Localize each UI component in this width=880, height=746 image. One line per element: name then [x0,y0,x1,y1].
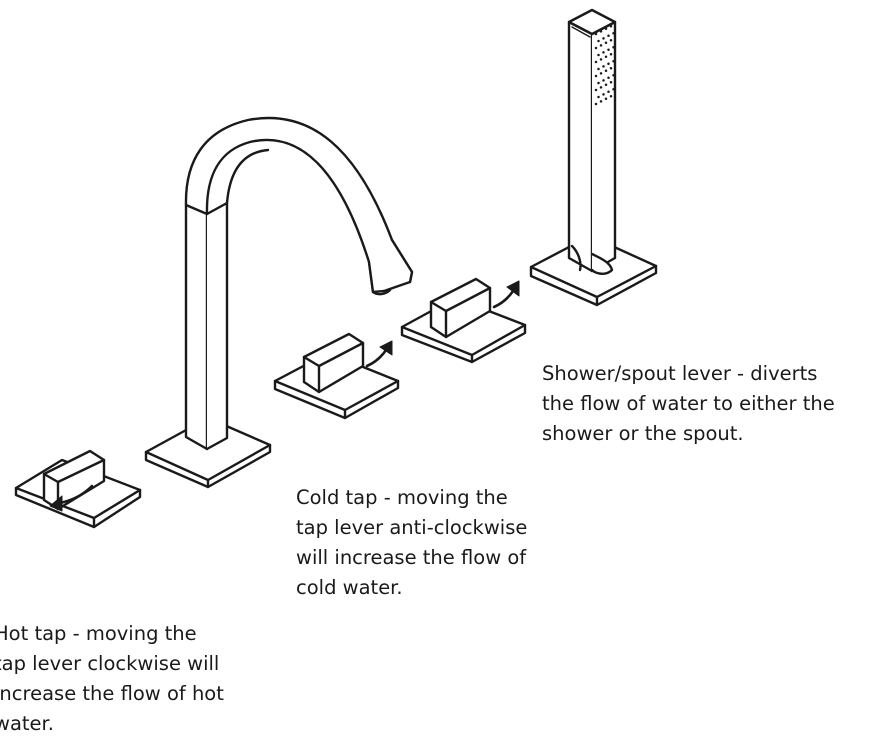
nozzle-dot [612,59,615,63]
nozzle-dot [599,100,603,103]
hot-tap-caption-line: increase the flow of hot [0,682,224,705]
nozzle-dot [599,44,603,47]
nozzle-dot [612,87,615,91]
shower-handle [567,20,594,273]
diverter-lever-illustration [400,277,527,364]
nozzle-dot [612,73,615,77]
spout-illustration [144,116,414,489]
nozzle-dot [607,48,610,52]
shower-nozzle-dots [594,24,615,106]
shower-lever-caption-line: shower or the spout. [542,422,744,445]
nozzle-dot [599,58,603,61]
hot-tap-illustration [14,449,142,529]
nozzle-dot [602,79,605,82]
cold-tap-caption-line: tap lever anti-clockwise [296,516,528,539]
nozzle-dot [602,37,605,40]
nozzle-dot [594,88,598,92]
nozzle-dot [604,41,608,45]
nozzle-dot [597,81,600,85]
hot-tap-arrow-icon [58,484,94,505]
nozzle-dot [604,69,608,73]
nozzle-dot [602,51,605,54]
nozzle-dot [594,60,598,64]
nozzle-dot [609,66,613,70]
nozzle-dot [597,67,600,71]
nozzle-dot [594,102,598,106]
nozzle-dot [599,30,603,33]
cold-tap-caption-line: cold water. [296,576,403,599]
nozzle-dot [607,34,610,38]
hot-tap-caption-line: tap lever clockwise will [0,652,220,675]
nozzle-dot [594,74,598,78]
cold-tap-caption-line: will increase the flow of [296,546,527,569]
nozzle-dot [612,31,615,35]
nozzle-dot [602,93,605,96]
nozzle-dot [599,72,603,75]
nozzle-dot [604,83,608,87]
hot-tap-caption: Hot tap - moving the tap lever clockwise… [0,619,224,739]
nozzle-dot [594,32,598,36]
shower-lever-caption: Shower/spout lever - diverts the flow of… [542,359,835,449]
nozzle-dot [604,27,608,31]
nozzle-dot [609,80,613,84]
shower-lever-caption-line: the flow of water to either the [542,392,835,415]
nozzle-dot [607,76,610,80]
nozzle-dot [599,86,603,89]
nozzle-dot [602,65,605,68]
cold-tap-arrow-icon [365,348,388,368]
nozzle-dot [609,94,613,98]
nozzle-dot [597,39,600,43]
cold-tap-illustration [273,332,400,420]
hand-shower-illustration [529,8,658,307]
hot-tap-caption-line: water. [0,712,54,735]
spout-tip [367,238,414,294]
cold-tap-caption: Cold tap - moving the tap lever anti-clo… [296,483,527,603]
nozzle-dot [609,24,613,28]
nozzle-dot [594,46,598,50]
hot-tap-caption-line: Hot tap - moving the [0,622,197,645]
nozzle-dot [604,97,608,101]
diverter-arrow-icon [492,289,515,309]
nozzle-dot [607,90,610,94]
nozzle-dot [597,95,600,99]
shower-lever-caption-line: Shower/spout lever - diverts [542,362,818,385]
nozzle-dot [607,62,610,66]
nozzle-dot [597,53,600,57]
nozzle-dot [609,52,613,56]
cold-tap-caption-line: Cold tap - moving the [296,486,508,509]
spout-arch [184,116,414,284]
nozzle-dot [612,45,615,49]
nozzle-dot [609,38,613,42]
nozzle-dot [604,55,608,59]
